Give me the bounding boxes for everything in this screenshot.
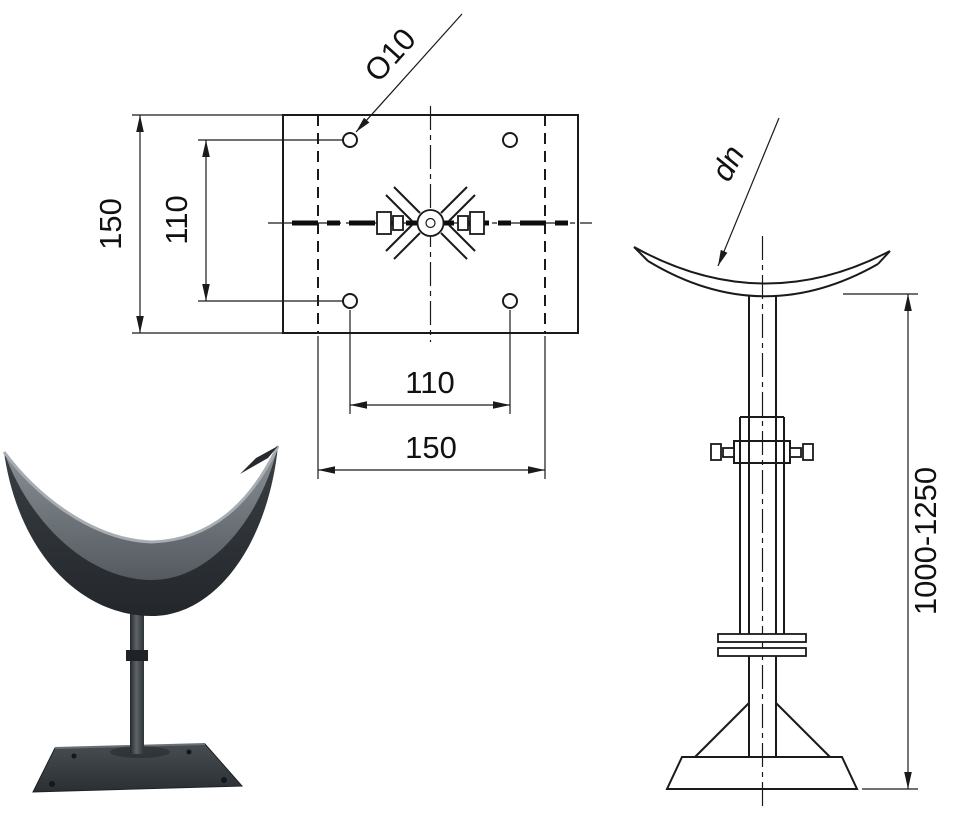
photo-post — [130, 592, 144, 754]
dim-width-inner: 110 — [349, 310, 511, 414]
bolt-hole-top-left — [342, 132, 358, 148]
bolt-hole-top-right — [502, 132, 518, 148]
dim-width-outer: 150 — [317, 336, 546, 479]
product-photo — [2, 445, 280, 793]
upper-tube — [748, 296, 777, 634]
clamp-bolts — [376, 211, 485, 235]
bolt-hole-bottom-right — [502, 293, 518, 309]
post-circle — [416, 209, 445, 237]
lower-tube — [748, 656, 777, 757]
dim-label-height-inner: 110 — [159, 195, 194, 244]
dim-label-height-outer: 150 — [93, 198, 128, 250]
flange — [717, 633, 807, 657]
gusset-right — [775, 702, 831, 758]
post-inner-circle — [425, 217, 436, 229]
photo-post-clamp — [126, 650, 148, 661]
saddle — [633, 246, 891, 298]
photo-base-holes — [49, 749, 227, 787]
side-view: dn 1000-1250 — [633, 117, 943, 806]
photo-saddle-tip-fold — [240, 446, 278, 474]
photo-saddle-inner-surface — [4, 446, 278, 580]
dim-height-outer: 150 — [93, 114, 283, 334]
leader-pipe-diameter: dn — [704, 117, 780, 267]
base-plate-side — [665, 756, 859, 790]
height-clamp — [710, 440, 814, 464]
dim-label-hole-diameter: O10 — [358, 21, 423, 88]
outer-sleeve — [739, 416, 785, 634]
dim-height-inner: 110 — [159, 139, 344, 302]
top-view: 150 110 110 150 — [93, 13, 592, 479]
photo-saddle-shell — [4, 446, 278, 616]
dim-label-width-inner: 110 — [405, 365, 454, 400]
photo-saddle-rim — [2, 445, 280, 544]
dim-label-pipe-diameter: dn — [704, 140, 751, 187]
gusset-x-lines — [385, 186, 476, 260]
dim-label-height-range: 1000-1250 — [908, 467, 943, 615]
bolt-hole-bottom-left — [342, 293, 358, 309]
dim-label-width-outer: 150 — [405, 430, 457, 465]
dim-height-range: 1000-1250 — [843, 293, 943, 790]
gusset-left — [694, 702, 750, 758]
